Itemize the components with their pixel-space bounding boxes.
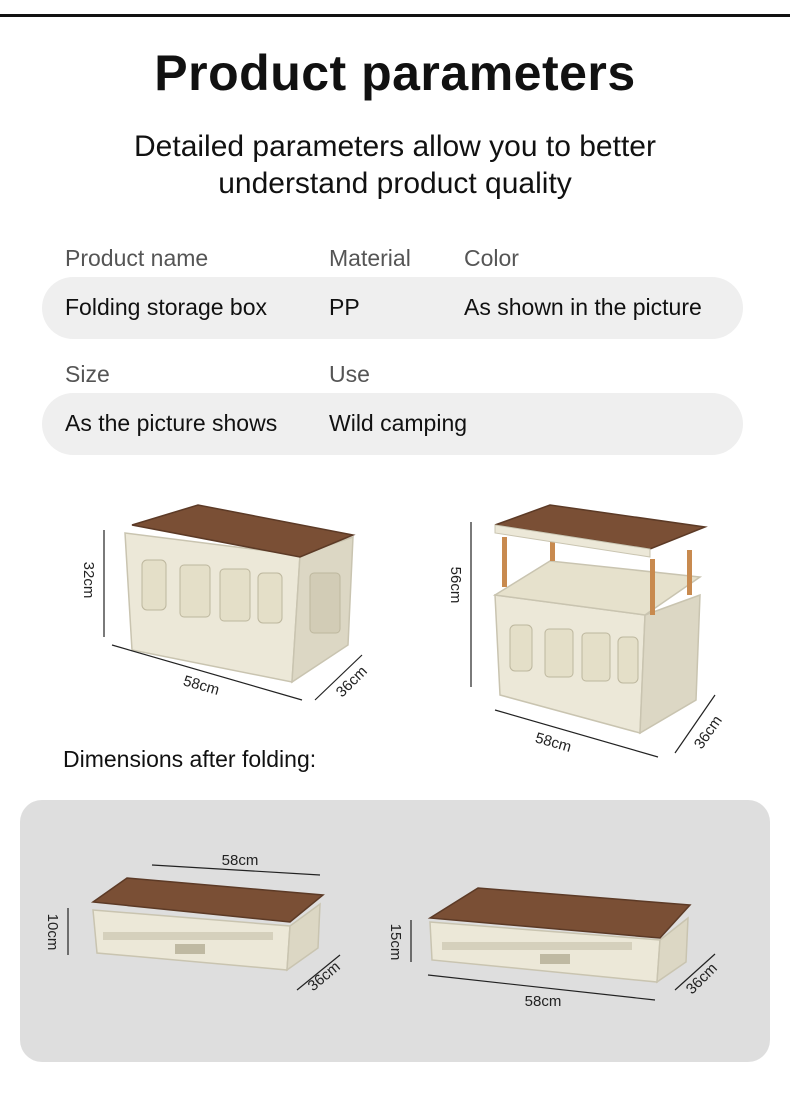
folded-box-b-illustration [427,887,692,984]
folded-box-b-figure: 15cm 58cm 36cm [387,887,721,1010]
closed-length-line [111,644,303,701]
closed-box-illustration [124,504,356,684]
label-product-name: Product name [65,245,209,271]
fold-a-height-label: 10cm [44,914,61,951]
closed-width-line [314,654,363,701]
value-use: Wild camping [329,410,468,436]
value-material: PP [329,294,360,320]
fold-a-width-line [296,954,341,991]
top-rule [0,14,790,17]
fold-b-width-label: 36cm [683,960,721,998]
open-length-line [494,709,659,758]
fold-b-height-label: 15cm [387,924,404,961]
label-use: Use [329,361,370,387]
folding-heading: Dimensions after folding: [63,746,317,772]
fold-a-length-line [151,864,321,876]
label-color: Color [464,245,519,271]
open-height-label: 56cm [447,567,464,604]
folded-box-a-figure: 58cm 10cm 36cm [44,852,344,995]
label-material: Material [329,245,411,271]
folded-box-a-illustration [90,877,325,972]
closed-width-label: 36cm [333,663,371,701]
fold-b-length-label: 58cm [525,993,562,1010]
subtitle-line-1: Detailed parameters allow you to better [134,130,656,163]
folding-panel: 58cm 10cm 36cm 15cm 58cm 36cm [20,800,770,1062]
value-size: As the picture shows [65,410,278,436]
param-row-1 [42,277,743,339]
label-size: Size [65,361,110,387]
fold-a-length-label: 58cm [222,852,259,869]
subtitle-line-2: understand product quality [218,167,572,200]
page-subtitle: Detailed parameters allow you to better … [95,128,695,202]
fold-a-width-label: 36cm [305,958,344,995]
open-width-line [674,694,716,754]
closed-height-label: 32cm [80,562,97,599]
closed-length-label: 58cm [181,672,221,698]
fold-b-length-line [427,974,656,1001]
closed-box-figure: 32cm 58cm 36cm [80,504,371,701]
open-box-illustration [492,504,708,735]
open-box-figure: 56cm 58cm 36cm [447,504,726,758]
page-title: Product parameters [154,45,636,101]
open-width-label: 36cm [691,713,726,753]
fold-b-width-line [674,953,716,991]
value-product-name: Folding storage box [65,294,268,320]
param-row-2 [42,393,743,455]
value-color: As shown in the picture [464,294,702,320]
open-length-label: 58cm [533,729,573,755]
